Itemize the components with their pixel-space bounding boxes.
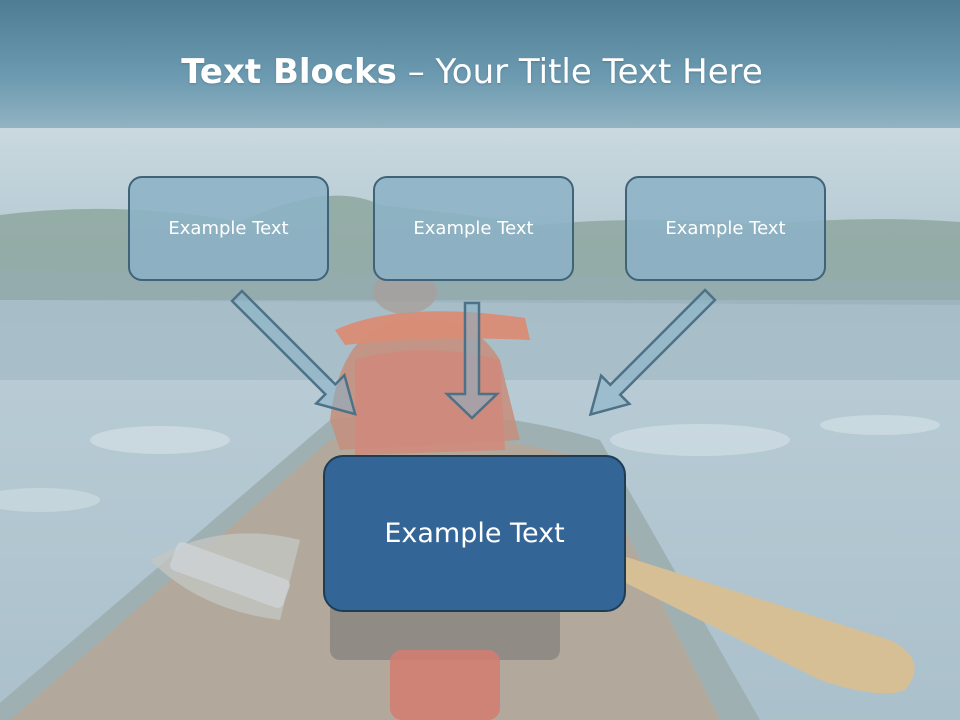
title-bold-text: Text Blocks: [181, 52, 397, 92]
text-block-main-label: Example Text: [384, 518, 565, 549]
text-block-right[interactable]: Example Text: [625, 176, 826, 281]
arrow-left-to-main: [230, 289, 357, 416]
text-block-center-label: Example Text: [413, 218, 534, 239]
title-separator: –: [407, 52, 425, 92]
text-block-right-label: Example Text: [665, 218, 786, 239]
arrow-right-to-main: [588, 288, 717, 417]
slide-title: Text Blocks – Your Title Text Here: [0, 52, 944, 92]
arrow-center-to-main: [443, 301, 501, 420]
text-block-main[interactable]: Example Text: [323, 455, 626, 612]
text-block-center[interactable]: Example Text: [373, 176, 574, 281]
text-block-left[interactable]: Example Text: [128, 176, 329, 281]
title-rest-text: Your Title Text Here: [435, 52, 763, 92]
text-block-left-label: Example Text: [168, 218, 289, 239]
